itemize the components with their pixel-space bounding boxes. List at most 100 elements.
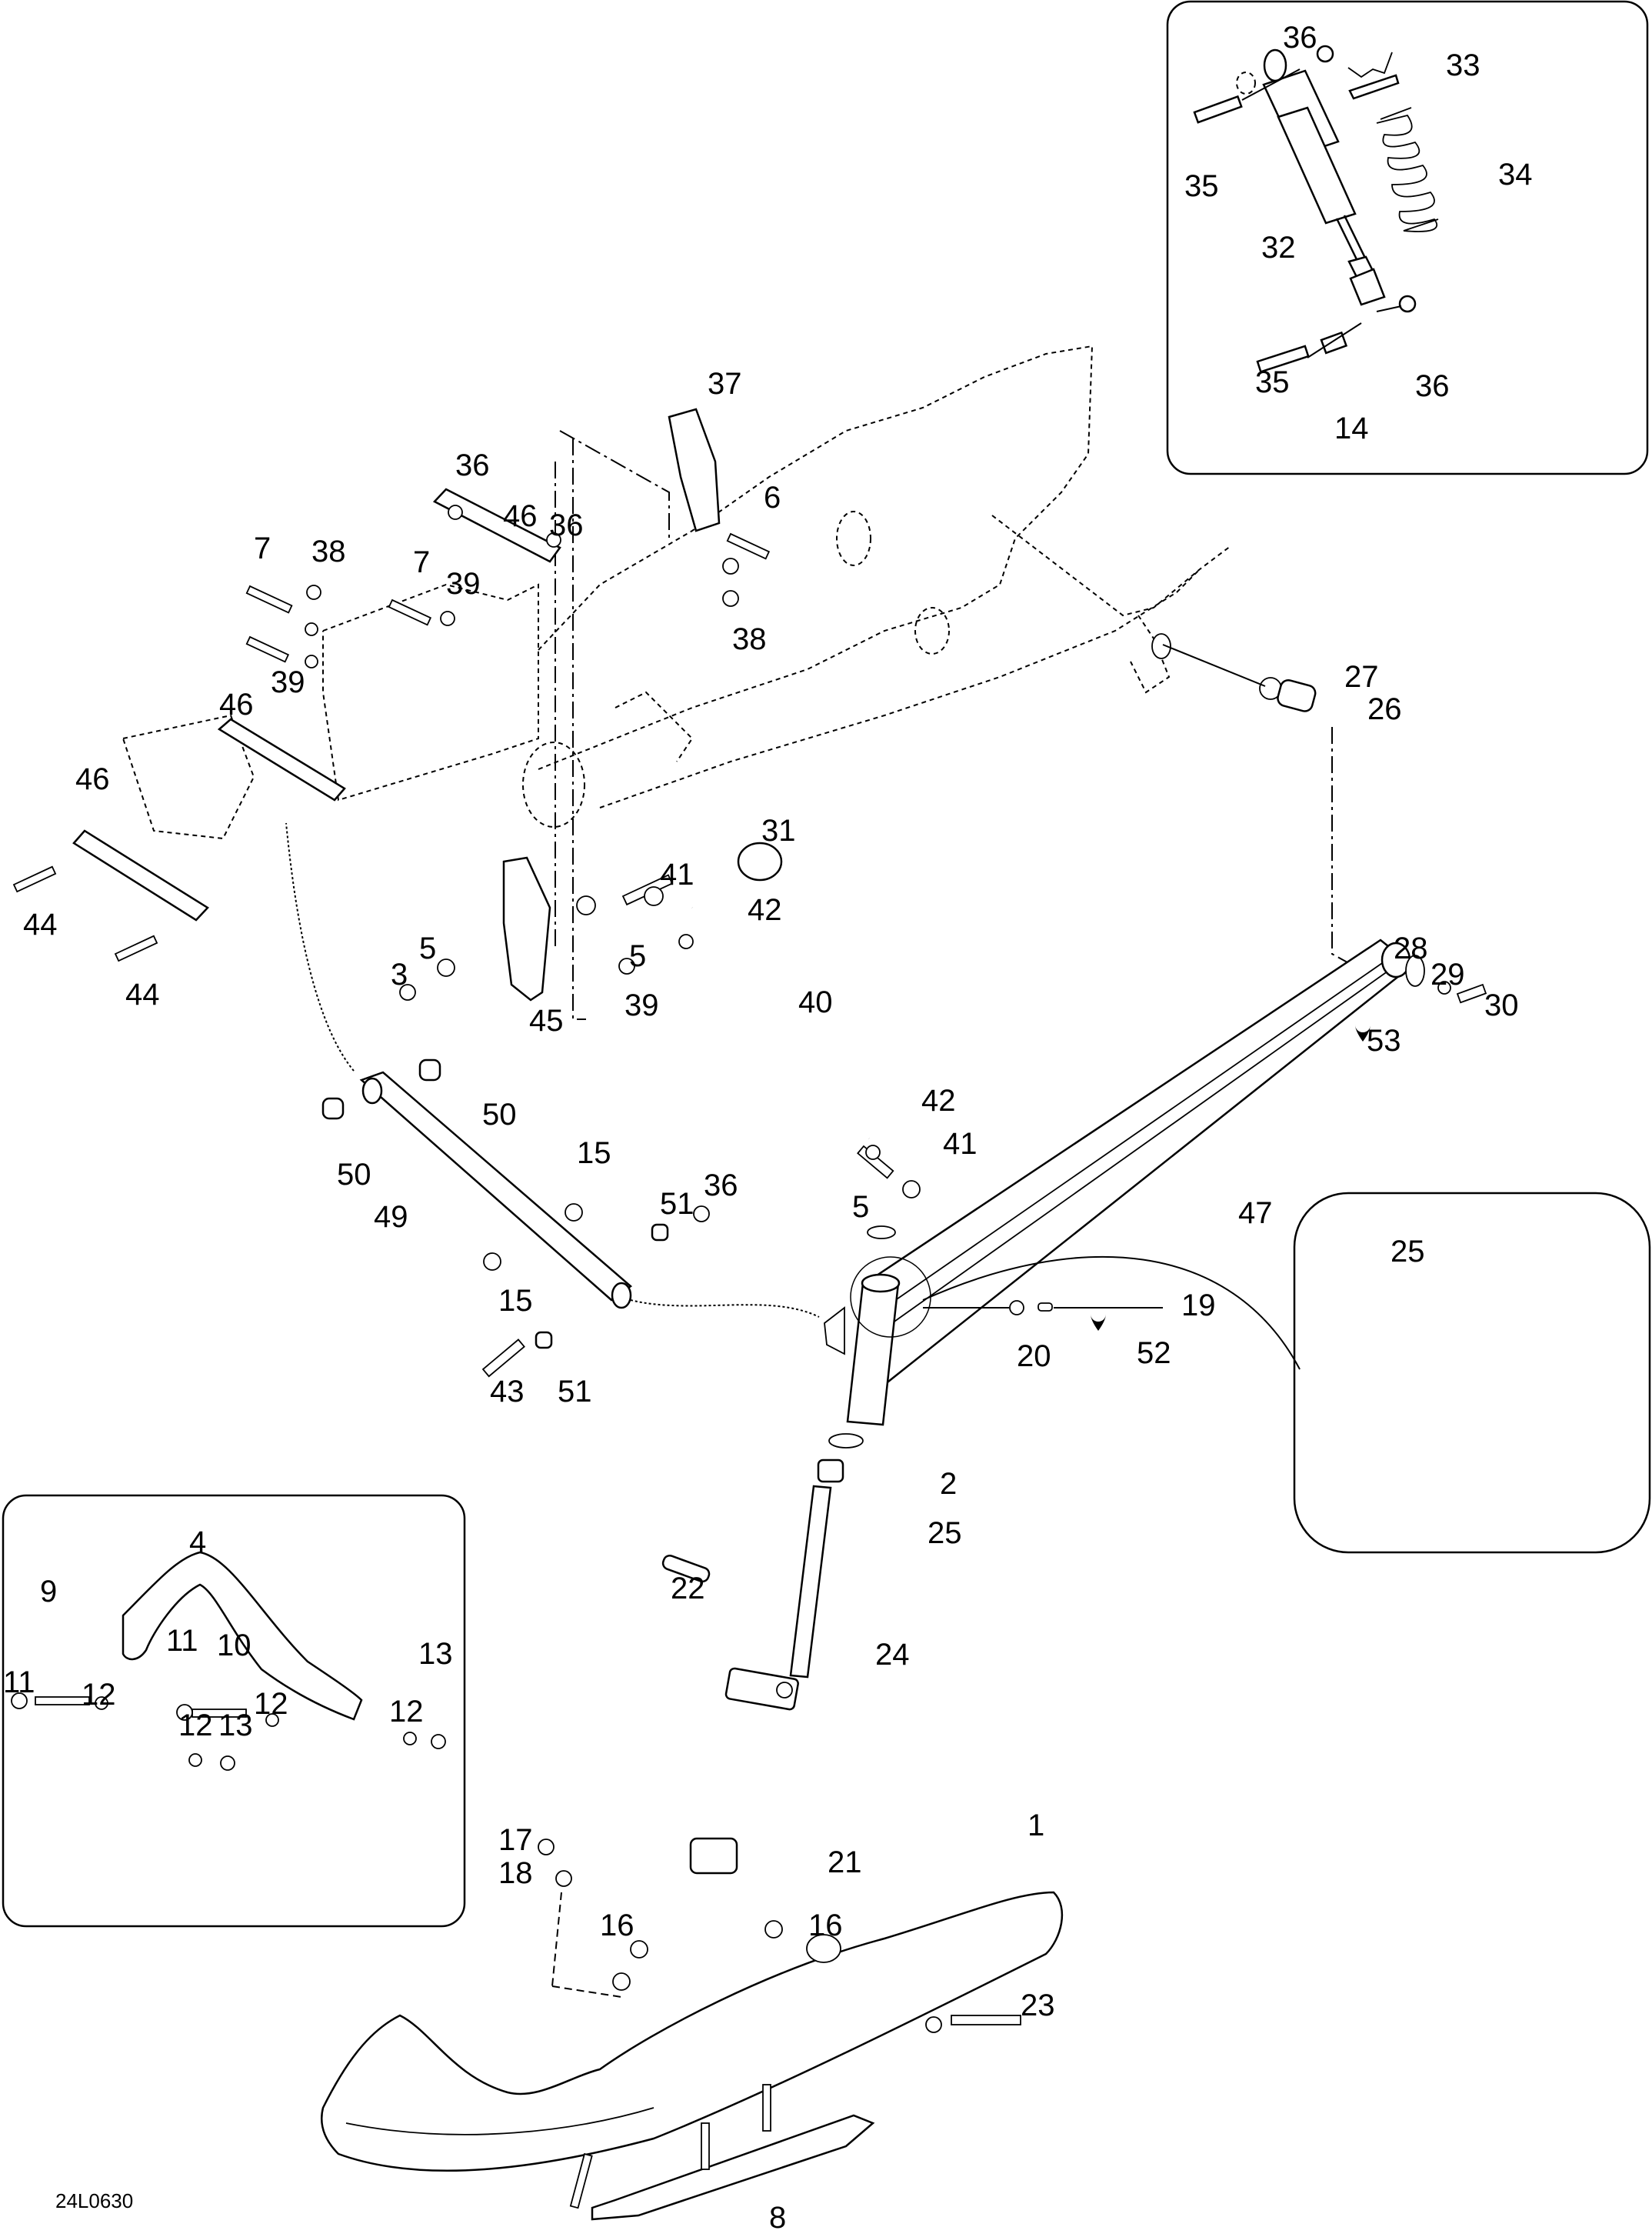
callout-13: 13 [418, 1637, 453, 1671]
callout-36: 36 [1415, 369, 1450, 403]
callout-11: 11 [166, 1624, 198, 1658]
bushing-inset-frame [1293, 1192, 1651, 1554]
callout-44: 44 [23, 908, 58, 942]
spindle [661, 1433, 864, 1711]
callout-50: 50 [482, 1098, 517, 1132]
callout-36: 36 [455, 448, 490, 482]
callout-43: 43 [490, 1375, 525, 1409]
callout-24: 24 [875, 1638, 910, 1672]
callout-16: 16 [600, 1909, 634, 1942]
callout-50: 50 [337, 1158, 371, 1192]
coil-spring [1376, 107, 1439, 232]
callout-2: 2 [940, 1467, 957, 1501]
callout-5: 5 [629, 939, 646, 973]
callout-44: 44 [125, 978, 160, 1012]
callout-38: 38 [311, 535, 346, 568]
callout-34: 34 [1498, 158, 1533, 192]
bolts-nuts-upper [12, 505, 771, 962]
callout-51: 51 [558, 1375, 592, 1409]
callout-36: 36 [549, 508, 584, 542]
callout-25: 25 [1391, 1235, 1425, 1269]
assembly-axis-line [559, 430, 670, 538]
callout-47: 47 [1238, 1196, 1273, 1230]
shock-inset-frame [1166, 0, 1649, 475]
callout-42: 42 [921, 1084, 956, 1118]
callout-46: 46 [75, 762, 110, 796]
callout-23: 23 [1021, 1989, 1055, 2022]
callout-27: 27 [1344, 660, 1379, 694]
callout-21: 21 [828, 1845, 862, 1879]
callout-29: 29 [1431, 958, 1465, 992]
callout-12: 12 [254, 1687, 288, 1721]
callout-17: 17 [498, 1823, 533, 1857]
callout-19: 19 [1181, 1289, 1216, 1322]
callout-9: 9 [40, 1575, 57, 1609]
callout-41: 41 [660, 858, 694, 892]
callout-1: 1 [1028, 1809, 1044, 1842]
callout-10: 10 [217, 1629, 251, 1662]
steering-bracket [399, 842, 783, 1002]
assembly-axis-line [572, 438, 586, 1020]
callout-52: 52 [1137, 1336, 1171, 1370]
callout-22: 22 [671, 1572, 705, 1605]
ski [320, 1837, 1064, 2221]
callout-5: 5 [852, 1190, 869, 1224]
callout-45: 45 [529, 1004, 564, 1038]
callout-6: 6 [764, 481, 781, 515]
reference-code: 24L0630 [55, 2189, 133, 2212]
callout-20: 20 [1017, 1339, 1051, 1373]
support-plates [72, 408, 721, 922]
callout-31: 31 [761, 814, 796, 848]
assembly-axis-line [1331, 727, 1377, 979]
callout-46: 46 [503, 499, 538, 533]
callout-18: 18 [498, 1856, 533, 1890]
callout-37: 37 [708, 367, 742, 401]
callout-39: 39 [624, 988, 659, 1022]
callout-36: 36 [704, 1169, 738, 1202]
trailing-arm [864, 633, 1487, 1386]
callout-15: 15 [577, 1136, 611, 1170]
callout-35: 35 [1255, 365, 1290, 399]
spindle-housing [824, 1256, 1163, 1426]
callout-38: 38 [732, 622, 767, 656]
chassis-frame [122, 345, 1231, 840]
callout-15: 15 [498, 1284, 533, 1318]
callout-39: 39 [446, 567, 481, 601]
callout-5: 5 [419, 932, 436, 965]
callout-7: 7 [413, 545, 430, 579]
callout-53: 53 [1367, 1024, 1401, 1058]
callout-7: 7 [254, 532, 271, 565]
spring-retainer [1347, 52, 1400, 100]
callout-41: 41 [943, 1127, 978, 1161]
callout-51: 51 [660, 1187, 694, 1221]
callout-39: 39 [271, 665, 305, 699]
callout-32: 32 [1261, 231, 1296, 265]
lower-link [285, 822, 1301, 1378]
callout-33: 33 [1446, 48, 1480, 82]
callout-12: 12 [178, 1709, 213, 1742]
callout-8: 8 [769, 2201, 786, 2235]
handle-inset-frame [2, 1494, 466, 1928]
callout-14: 14 [1334, 412, 1369, 445]
callout-12: 12 [82, 1678, 116, 1712]
callout-26: 26 [1367, 692, 1402, 726]
callout-40: 40 [798, 985, 833, 1019]
callout-3: 3 [391, 958, 408, 992]
callout-36: 36 [1283, 21, 1317, 55]
callout-49: 49 [374, 1200, 408, 1234]
callout-30: 30 [1484, 988, 1519, 1022]
callout-35: 35 [1184, 169, 1219, 203]
callout-4: 4 [189, 1525, 206, 1559]
callout-28: 28 [1394, 932, 1428, 965]
callout-13: 13 [218, 1709, 253, 1742]
callout-12: 12 [389, 1695, 424, 1729]
callout-42: 42 [748, 893, 782, 927]
callout-16: 16 [808, 1909, 843, 1942]
callout-11: 11 [3, 1665, 35, 1699]
shock-absorber [1193, 45, 1417, 373]
ski-handle [11, 1551, 446, 1771]
callout-25: 25 [928, 1516, 962, 1550]
callout-46: 46 [219, 688, 254, 722]
